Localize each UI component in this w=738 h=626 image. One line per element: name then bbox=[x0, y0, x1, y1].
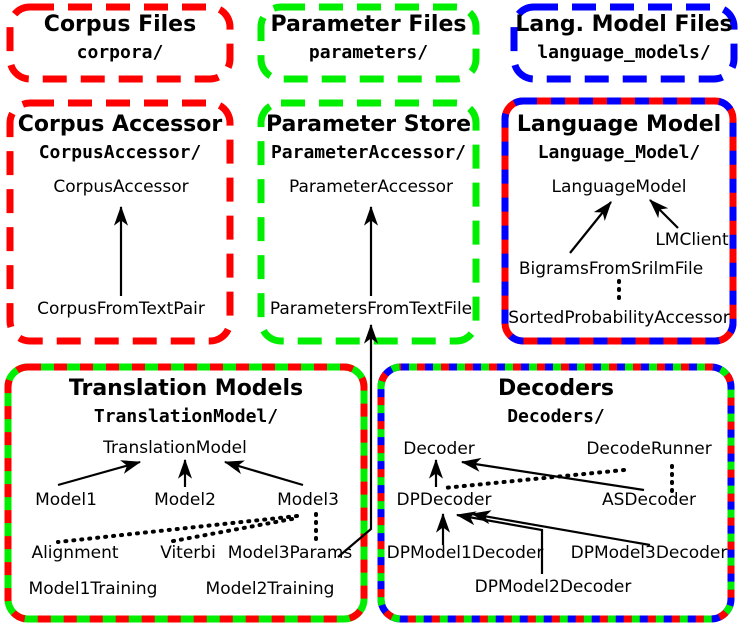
box-decoders-title: Decoders bbox=[498, 376, 614, 401]
box-language-model-title: Language Model bbox=[516, 112, 722, 137]
box-parameter-files-title: Parameter Files bbox=[270, 12, 467, 37]
class-corpus-accessor: CorpusAccessor bbox=[53, 177, 189, 197]
box-lang-model-files-path: language_models/ bbox=[537, 42, 711, 63]
box-translation-models-path: TranslationModel/ bbox=[93, 406, 279, 427]
box-language-model: Language Model Language_Model/ LanguageM… bbox=[505, 101, 733, 341]
class-corpus-from-text-pair: CorpusFromTextPair bbox=[37, 299, 205, 319]
box-language-model-path: Language_Model/ bbox=[537, 142, 701, 163]
box-parameter-store-title: Parameter Store bbox=[265, 112, 472, 137]
class-model2-training: Model2Training bbox=[205, 579, 335, 599]
class-sorted-probability-accessor: SortedProbabilityAccessor bbox=[508, 308, 730, 328]
class-dp-model2-decoder: DPModel2Decoder bbox=[474, 577, 632, 597]
box-translation-models: Translation Models TranslationModel/ Tra… bbox=[8, 367, 364, 619]
class-parameter-accessor: ParameterAccessor bbox=[288, 177, 454, 197]
box-parameter-store-path: ParameterAccessor/ bbox=[270, 142, 467, 163]
class-model3: Model3 bbox=[277, 490, 339, 510]
box-lang-model-files-title: Lang. Model Files bbox=[515, 12, 733, 37]
box-corpus-accessor-title: Corpus Accessor bbox=[17, 112, 223, 137]
box-corpus-accessor-path: CorpusAccessor/ bbox=[38, 142, 202, 163]
class-parameters-from-text-file: ParametersFromTextFile bbox=[269, 299, 473, 319]
class-as-decoder: ASDecoder bbox=[602, 490, 696, 510]
class-dp-model1-decoder: DPModel1Decoder bbox=[386, 543, 544, 563]
box-corpus-accessor: Corpus Accessor CorpusAccessor/ CorpusAc… bbox=[10, 103, 230, 341]
class-model1: Model1 bbox=[35, 490, 97, 510]
class-lm-client: LMClient bbox=[655, 230, 729, 250]
class-model1-training: Model1Training bbox=[28, 579, 158, 599]
class-dp-model3-decoder: DPModel3Decoder bbox=[570, 543, 728, 563]
box-parameter-files: Parameter Files parameters/ bbox=[261, 7, 476, 79]
box-decoders: Decoders Decoders/ Decoder DecodeRunner … bbox=[381, 367, 731, 619]
class-translation-model: TranslationModel bbox=[103, 438, 247, 458]
box-corpus-files: Corpus Files corpora/ bbox=[10, 7, 230, 79]
class-decoder: Decoder bbox=[403, 439, 475, 459]
class-alignment: Alignment bbox=[31, 543, 119, 563]
box-corpus-files-path: corpora/ bbox=[76, 42, 164, 63]
box-decoders-path: Decoders/ bbox=[507, 406, 605, 427]
class-model2: Model2 bbox=[154, 490, 216, 510]
class-dp-decoder: DPDecoder bbox=[396, 490, 492, 510]
box-corpus-files-title: Corpus Files bbox=[43, 12, 197, 37]
box-translation-models-title: Translation Models bbox=[68, 376, 304, 401]
class-bigrams-from-srilm-file: BigramsFromSrilmFile bbox=[518, 259, 704, 279]
box-parameter-files-path: parameters/ bbox=[308, 42, 429, 63]
class-model3-params: Model3Params bbox=[227, 543, 353, 563]
box-lang-model-files: Lang. Model Files language_models/ bbox=[514, 7, 734, 79]
class-decode-runner: DecodeRunner bbox=[586, 439, 712, 459]
class-language-model: LanguageModel bbox=[551, 177, 687, 197]
box-parameter-store: Parameter Store ParameterAccessor/ Param… bbox=[261, 103, 476, 341]
class-viterbi: Viterbi bbox=[160, 543, 216, 563]
